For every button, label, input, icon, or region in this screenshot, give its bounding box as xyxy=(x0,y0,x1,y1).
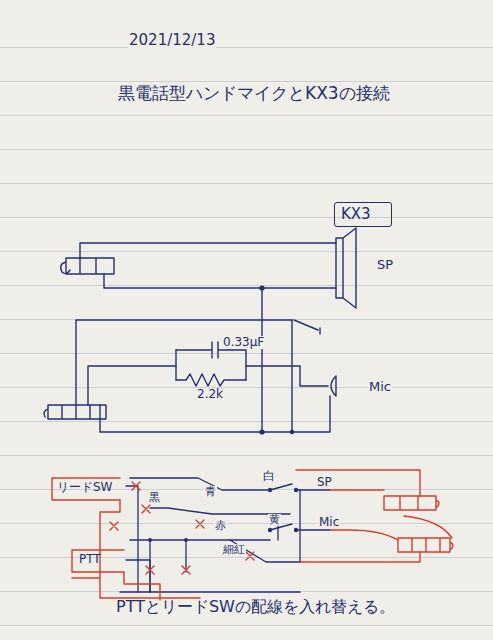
component-box: PTT xyxy=(76,552,110,568)
resistor-value: 2.2k xyxy=(196,388,224,401)
pin-name: Mic xyxy=(318,516,340,529)
box-label: PTT xyxy=(79,552,101,566)
date: 2021/12/13 xyxy=(128,32,216,49)
wire-color: 赤 xyxy=(214,520,227,532)
component-box: リードSW xyxy=(54,480,122,496)
wire-color: 黄 xyxy=(268,514,281,526)
component-box: KX3 xyxy=(334,202,392,227)
box-label: リードSW xyxy=(57,480,112,494)
pin-name: Mic xyxy=(368,380,392,394)
wire-color: 細紅 xyxy=(222,544,246,556)
wire-color: 青 xyxy=(204,486,217,498)
pin-name: SP xyxy=(316,476,333,489)
box-label: KX3 xyxy=(341,205,371,223)
title: 黒電話型ハンドマイクとKX3の接続 xyxy=(118,84,390,103)
wire-color: 黒 xyxy=(148,492,161,504)
note: PTTとリードSWの配線を入れ替える。 xyxy=(116,598,395,616)
capacitor-value: 0.33μF xyxy=(222,336,265,349)
wire-color: 白 xyxy=(262,470,276,483)
pin-name: SP xyxy=(376,258,394,272)
